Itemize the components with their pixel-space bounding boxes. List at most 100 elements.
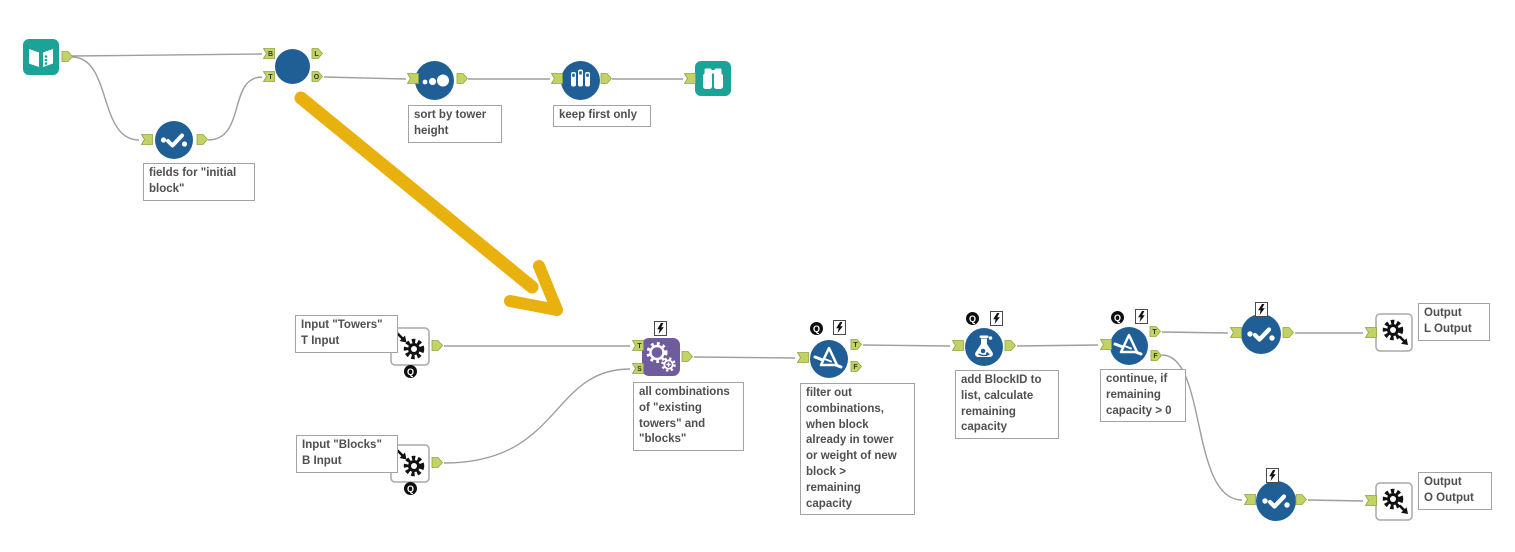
append-fields-tool[interactable] xyxy=(642,338,680,376)
select-tool-top[interactable] xyxy=(1241,314,1281,354)
q-badge-formula: Q xyxy=(966,312,979,325)
annotation-macro-input-towers[interactable]: Input "Towers" T Input xyxy=(295,315,398,353)
wire-inputdata-to-select[interactable] xyxy=(71,56,140,141)
output-anchor-select-initial[interactable] xyxy=(196,134,208,145)
lightning-badge-append xyxy=(654,321,667,336)
flask-icon xyxy=(965,328,1003,366)
input-anchor-filter-continue[interactable] xyxy=(1100,339,1112,350)
input-anchor-select-bottom[interactable] xyxy=(1244,494,1256,505)
wire-append-to-filter1[interactable] xyxy=(693,356,796,359)
macro-circle-icon xyxy=(275,49,310,84)
q-badge-filter-combinations: Q xyxy=(810,322,823,335)
output-anchor-filter2-t[interactable]: T xyxy=(1149,326,1161,337)
svg-text:O: O xyxy=(314,74,320,81)
wire-select-bottom-to-output-o[interactable] xyxy=(1307,499,1364,502)
input-anchor-macro-output-l[interactable] xyxy=(1365,327,1377,338)
svg-text:T: T xyxy=(1152,329,1157,336)
formula-tool[interactable] xyxy=(965,328,1003,366)
wire-filter1-t-to-formula[interactable] xyxy=(862,344,951,347)
output-anchor-input-data[interactable] xyxy=(61,51,73,62)
output-anchor-sort[interactable] xyxy=(456,73,468,84)
wire-inputdata-to-macro-b[interactable] xyxy=(71,53,263,57)
input-data-tool[interactable] xyxy=(22,38,60,76)
output-anchor-filter1-f[interactable]: F xyxy=(850,361,862,372)
output-anchor-macro-input-towers[interactable] xyxy=(431,340,443,351)
wire-filter2-t-to-select-top[interactable] xyxy=(1161,331,1229,334)
macro-input-towers-tool[interactable] xyxy=(390,327,430,366)
select-check-icon xyxy=(1241,314,1281,354)
macro-loop-tool[interactable] xyxy=(275,49,310,84)
output-anchor-macro-o[interactable]: O xyxy=(311,71,323,82)
macro-output-l-tool[interactable] xyxy=(1375,313,1413,352)
select-tool-initial-block[interactable] xyxy=(155,121,193,159)
macro-input-gear-icon xyxy=(390,327,430,366)
annotation-formula[interactable]: add BlockID to list, calculate remaining… xyxy=(955,370,1059,440)
output-anchor-macro-l[interactable]: L xyxy=(311,48,323,59)
annotation-macro-output-l[interactable]: Output L Output xyxy=(1418,303,1490,341)
input-anchor-sample[interactable] xyxy=(551,73,563,84)
input-anchor-formula[interactable] xyxy=(952,340,964,351)
q-badge-macro-input-blocks: Q xyxy=(404,482,417,495)
q-badge-filter-continue: Q xyxy=(1111,311,1124,324)
lightning-badge-select-bottom xyxy=(1266,468,1279,483)
annotation-arrow[interactable] xyxy=(294,91,563,316)
annotation-sample[interactable]: keep first only xyxy=(553,105,651,127)
annotation-macro-input-blocks[interactable]: Input "Blocks" B Input xyxy=(296,435,398,473)
q-badge-macro-input-towers: Q xyxy=(404,365,417,378)
output-anchor-filter2-f[interactable]: F xyxy=(1150,350,1162,361)
test-tubes-icon xyxy=(561,61,600,100)
annotation-select-initial[interactable]: fields for "initial block" xyxy=(143,163,255,201)
input-anchor-filter-combinations[interactable] xyxy=(797,352,809,363)
browse-tool[interactable] xyxy=(694,60,732,97)
filter-funnel-icon xyxy=(1110,327,1148,365)
annotation-filter-combinations[interactable]: filter out combinations, when block alre… xyxy=(800,383,915,516)
input-anchor-sort[interactable] xyxy=(407,73,419,84)
macro-output-gear-icon xyxy=(1375,313,1413,352)
input-anchor-macro-b[interactable]: B xyxy=(263,48,275,59)
svg-text:S: S xyxy=(637,366,642,373)
output-anchor-sample[interactable] xyxy=(600,73,612,84)
annotation-filter-continue[interactable]: continue, if remaining capacity > 0 xyxy=(1100,369,1186,423)
wire-blocks-to-append-s[interactable] xyxy=(443,368,631,464)
output-anchor-macro-input-blocks[interactable] xyxy=(431,457,443,468)
input-anchor-browse[interactable] xyxy=(684,73,696,84)
output-anchor-filter1-t[interactable]: T xyxy=(850,339,862,350)
input-anchor-append-t[interactable]: T xyxy=(632,340,644,351)
wire-filter2-f-to-select-bottom[interactable] xyxy=(1161,354,1243,501)
book-icon xyxy=(23,39,59,75)
svg-text:F: F xyxy=(1153,353,1158,360)
wire-select-to-macro-t[interactable] xyxy=(207,76,263,141)
lightning-badge-select-top xyxy=(1255,302,1268,317)
svg-text:T: T xyxy=(637,343,642,350)
input-anchor-macro-t[interactable]: T xyxy=(263,71,275,82)
filter-continue-tool[interactable] xyxy=(1110,327,1148,365)
sample-tool[interactable] xyxy=(561,61,600,100)
lightning-badge-filter-continue xyxy=(1135,309,1148,324)
macro-output-o-tool[interactable] xyxy=(1375,482,1413,521)
select-tool-bottom[interactable] xyxy=(1256,481,1296,521)
output-anchor-formula[interactable] xyxy=(1004,340,1016,351)
input-anchor-append-s[interactable]: S xyxy=(632,363,644,374)
output-anchor-select-bottom[interactable] xyxy=(1295,494,1307,505)
filter-combinations-tool[interactable] xyxy=(810,340,848,378)
annotation-append-fields[interactable]: all combinations of "existing towers" an… xyxy=(633,382,744,452)
svg-text:F: F xyxy=(853,364,858,371)
lightning-badge-formula xyxy=(990,311,1003,326)
output-anchor-select-top[interactable] xyxy=(1282,327,1294,338)
svg-text:T: T xyxy=(268,74,273,81)
annotation-macro-output-o[interactable]: Output O Output xyxy=(1418,472,1492,510)
binoculars-icon xyxy=(695,61,731,96)
input-anchor-select-initial[interactable] xyxy=(141,134,153,145)
wire-macro-o-to-sort[interactable] xyxy=(323,76,407,80)
wire-formula-to-filter2[interactable] xyxy=(1016,344,1099,347)
macro-output-gear-icon xyxy=(1375,482,1413,521)
lightning-badge-filter-combinations xyxy=(833,320,846,335)
annotation-sort[interactable]: sort by tower height xyxy=(408,105,502,143)
input-anchor-macro-output-o[interactable] xyxy=(1365,495,1377,506)
filter-funnel-icon xyxy=(810,340,848,378)
output-anchor-append-fields[interactable] xyxy=(681,351,693,362)
input-anchor-select-top[interactable] xyxy=(1230,327,1242,338)
sort-tool[interactable] xyxy=(415,61,454,100)
